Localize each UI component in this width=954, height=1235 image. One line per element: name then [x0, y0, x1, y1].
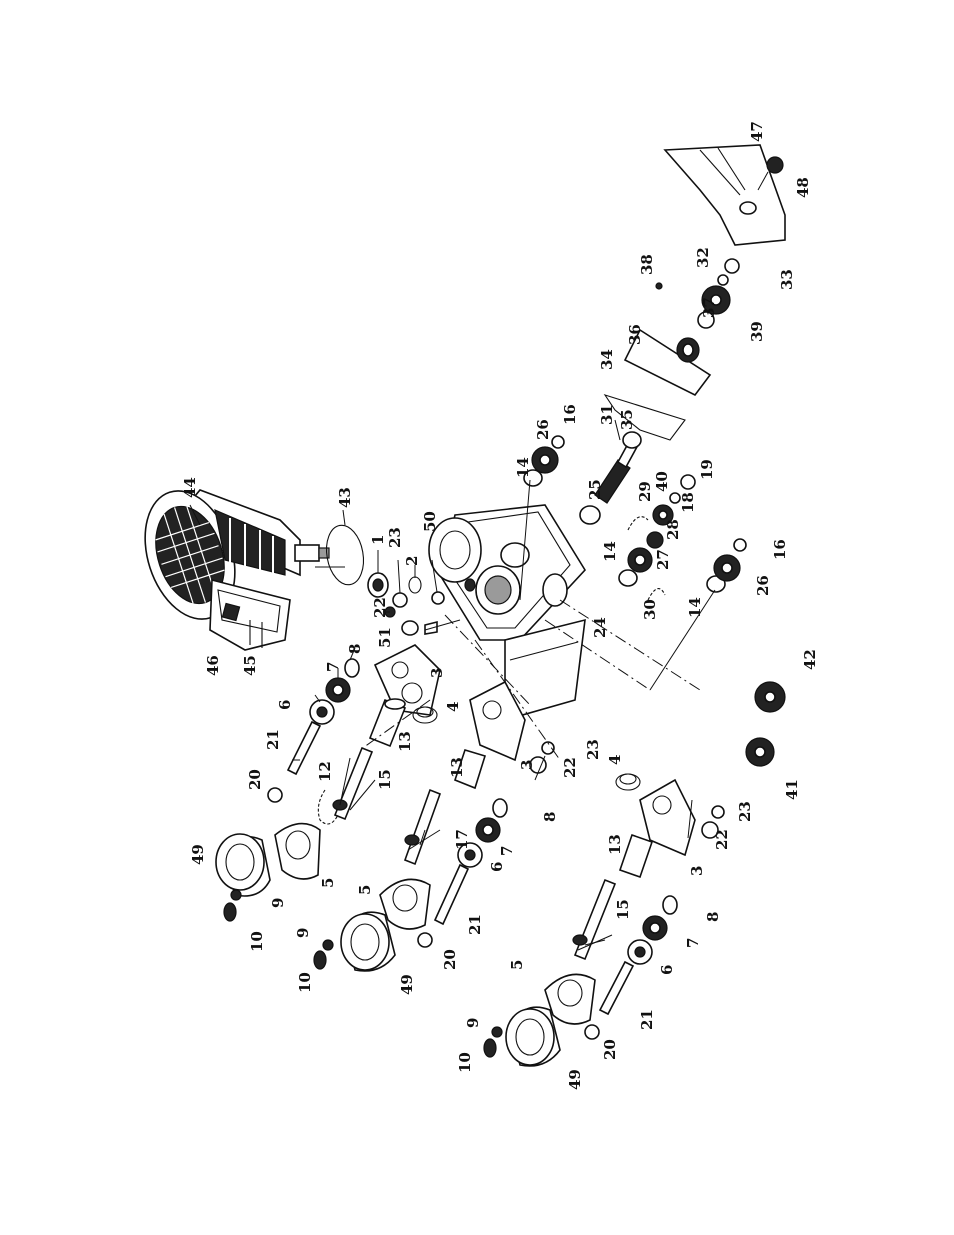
label-8-mid: 8	[541, 812, 559, 822]
arm-assembly-middle	[313, 680, 555, 972]
label-21-mid: 21	[466, 914, 484, 935]
label-13-mid: 13	[448, 757, 466, 778]
label-18: 18	[679, 492, 697, 513]
label-20-mid: 20	[441, 949, 459, 970]
label-13-top: 13	[396, 731, 414, 752]
label-6-low: 6	[658, 965, 676, 975]
label-7-mid: 7	[498, 846, 516, 856]
label-37: 37	[700, 297, 718, 318]
label-3-mid: 3	[518, 760, 536, 770]
label-40: 40	[653, 471, 671, 492]
label-34: 34	[598, 349, 616, 370]
label-1: 1	[369, 535, 387, 545]
label-33: 33	[778, 269, 796, 290]
gasket-ring-43	[325, 524, 365, 586]
arm-assembly-upper	[215, 644, 441, 922]
label-6-top: 6	[276, 700, 294, 710]
label-19: 19	[698, 459, 716, 480]
label-8-top: 8	[346, 644, 364, 654]
label-26-low: 26	[754, 575, 772, 596]
label-17: 17	[453, 829, 471, 850]
label-22-top: 22	[371, 597, 389, 618]
label-36: 36	[626, 324, 644, 345]
label-41: 41	[783, 779, 801, 800]
label-29: 29	[636, 481, 654, 502]
label-15-low: 15	[614, 899, 632, 920]
label-5-mid: 5	[356, 885, 374, 895]
label-6-mid: 6	[488, 862, 506, 872]
label-8-low: 8	[704, 912, 722, 922]
label-23-low: 23	[736, 801, 754, 822]
label-32: 32	[694, 247, 712, 268]
label-21-low: 21	[638, 1009, 656, 1030]
label-27: 27	[654, 549, 672, 570]
label-9-low: 9	[464, 1018, 482, 1028]
label-20-top: 20	[246, 769, 264, 790]
label-9-top: 9	[269, 898, 287, 908]
label-42: 42	[801, 649, 819, 670]
label-49-low: 49	[566, 1069, 584, 1090]
label-31: 31	[598, 404, 616, 425]
label-16-top: 16	[561, 404, 579, 425]
label-26-top: 26	[534, 419, 552, 440]
small-fasteners-top	[367, 572, 445, 636]
label-13-low: 13	[606, 834, 624, 855]
label-30: 30	[641, 599, 659, 620]
label-12: 12	[316, 761, 334, 782]
label-22-mid: 22	[561, 757, 579, 778]
label-4-top: 4	[444, 702, 462, 712]
label-22-low: 22	[713, 829, 731, 850]
label-48: 48	[794, 177, 812, 198]
label-45: 45	[241, 655, 259, 676]
label-21-top: 21	[264, 729, 282, 750]
label-5-low: 5	[508, 960, 526, 970]
label-3-top: 3	[428, 668, 446, 678]
assembly-lines	[315, 419, 716, 761]
label-39: 39	[748, 321, 766, 342]
label-10-low: 10	[456, 1052, 474, 1073]
label-16-low: 16	[771, 539, 789, 560]
label-50: 50	[421, 511, 439, 532]
drive-train-parts	[523, 258, 747, 601]
label-3-low: 3	[688, 866, 706, 876]
label-7-low: 7	[684, 938, 702, 948]
label-14-top: 14	[514, 457, 532, 478]
label-23-top: 23	[386, 527, 404, 548]
label-25: 25	[586, 479, 604, 500]
label-7-top: 7	[324, 662, 342, 672]
label-43: 43	[336, 487, 354, 508]
leader-lines	[189, 504, 693, 951]
label-24: 24	[591, 617, 609, 638]
motor-assembly	[144, 489, 330, 651]
label-15-top: 15	[376, 769, 394, 790]
label-49-mid: 49	[398, 974, 416, 995]
spare-gears	[745, 681, 786, 767]
label-51: 51	[376, 627, 394, 648]
label-10-mid: 10	[296, 972, 314, 993]
label-49-top: 49	[189, 844, 207, 865]
label-35: 35	[618, 409, 636, 430]
label-47: 47	[748, 121, 766, 142]
label-38: 38	[638, 254, 656, 275]
label-4-low: 4	[606, 755, 624, 765]
top-cover-block	[663, 144, 786, 246]
label-20-low: 20	[601, 1039, 619, 1060]
label-10-top: 10	[248, 931, 266, 952]
part-labels: 44 43 1 23 2 50 22 51 46 45 8 7 6 21 20 …	[181, 121, 819, 1090]
label-44: 44	[181, 477, 199, 498]
label-9-mid: 9	[294, 928, 312, 938]
gearbox-housing	[428, 504, 587, 722]
label-46: 46	[204, 655, 222, 676]
label-14-low: 14	[686, 597, 704, 618]
label-2: 2	[403, 556, 421, 566]
label-14-mid: 14	[601, 541, 619, 562]
label-28: 28	[664, 519, 682, 540]
label-23-mid: 23	[584, 739, 602, 760]
label-5-top: 5	[319, 878, 337, 888]
arm-assembly-lower	[483, 773, 725, 1067]
